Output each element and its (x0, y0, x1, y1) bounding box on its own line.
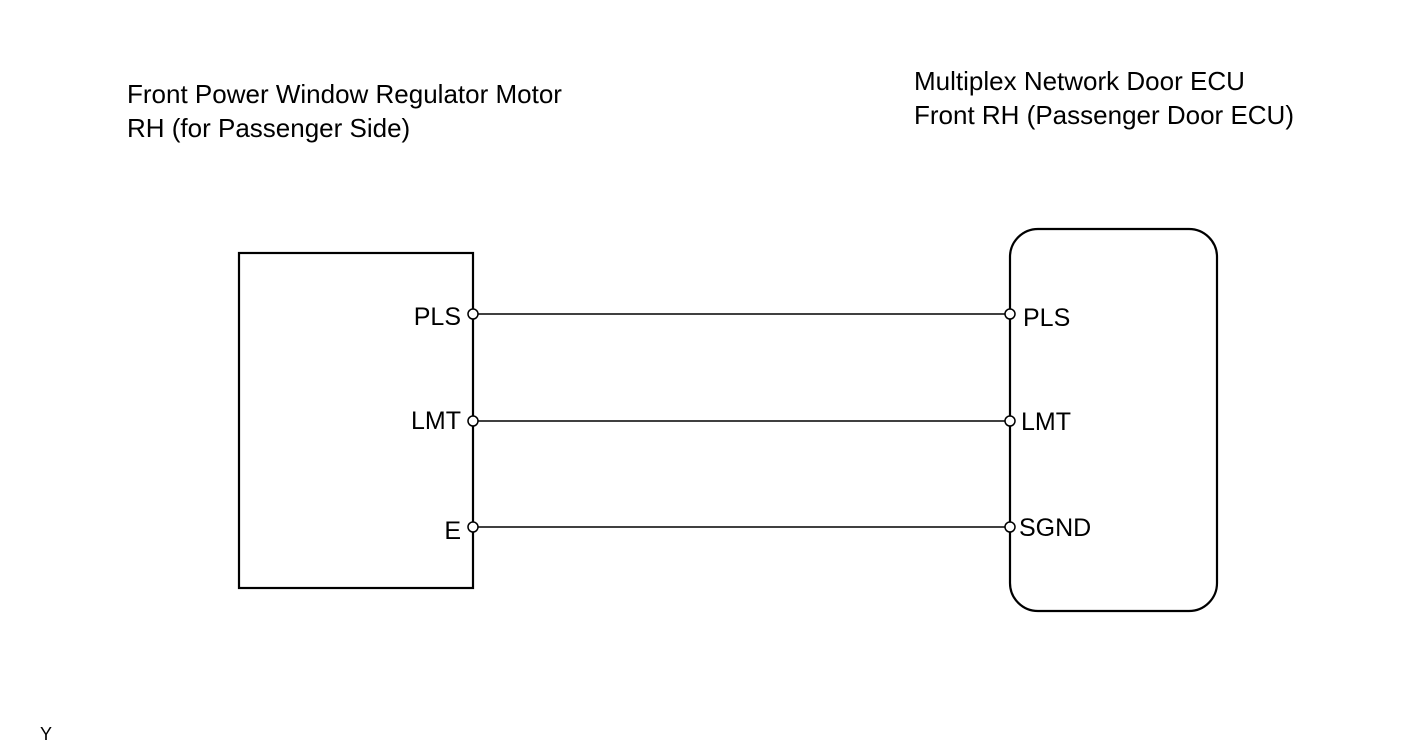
ecu-terminal-lmt-pin (1004, 415, 1016, 427)
ecu-terminal-pls-label: PLS (1023, 304, 1070, 332)
ecu-title-line-1: Multiplex Network Door ECU (914, 66, 1245, 96)
motor-terminal-e-pin (467, 521, 479, 533)
motor-terminal-pls-pin (467, 308, 479, 320)
ecu-terminal-lmt-label: LMT (1021, 408, 1071, 436)
motor-terminal-lmt-label: LMT (411, 407, 461, 435)
motor-terminal-pls-label: PLS (414, 303, 461, 331)
motor-terminal-e-label: E (444, 517, 461, 545)
ecu-component-title: Multiplex Network Door ECU Front RH (Pas… (914, 64, 1294, 132)
ecu-terminal-sgnd-label: SGND (1019, 514, 1091, 542)
motor-component-title: Front Power Window Regulator Motor RH (f… (127, 77, 562, 145)
ecu-terminal-pls-pin (1004, 308, 1016, 320)
motor-title-line-1: Front Power Window Regulator Motor (127, 79, 562, 109)
figure-code: Y (40, 724, 53, 744)
ecu-terminal-sgnd-pin (1004, 521, 1016, 533)
ecu-title-line-2: Front RH (Passenger Door ECU) (914, 100, 1294, 130)
motor-title-line-2: RH (for Passenger Side) (127, 113, 411, 143)
motor-terminal-lmt-pin (467, 415, 479, 427)
